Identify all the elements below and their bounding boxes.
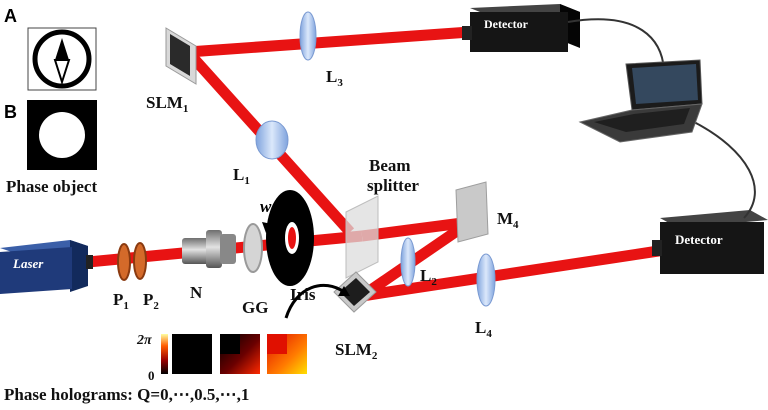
colorbar [161,334,168,374]
cable-top [567,18,665,71]
element-n: N [182,230,236,302]
gg-disk [243,223,263,273]
lens-l4 [476,253,496,307]
beam-splitter-label-line1: Beam [369,156,411,175]
beam-slm1-to-detector [187,26,471,58]
beam-splitter-to-m4 [361,216,471,242]
l1-label: L1 [233,165,250,187]
p2-label: P2 [143,290,159,312]
p1-label: P1 [113,290,129,312]
colorbar-max-label: 2π [136,333,152,348]
gg-label: GG [242,298,268,317]
l3-label: L3 [326,67,343,89]
polarizer-p1 [117,243,131,281]
detector-top: Detector [462,4,580,52]
compass-needle-north [55,38,69,60]
laser-label: Laser [12,256,44,271]
phase-object-disk [39,112,85,158]
lens-l2 [400,237,416,287]
beam-splitter-label-line2: splitter [367,176,419,195]
hologram-to-slm2-arrow [284,283,345,319]
slm2: SLM2 [333,271,378,362]
m4-label: M4 [497,209,519,231]
detector-top-label: Detector [484,17,529,31]
slm1: SLM1 [146,27,197,115]
slm1-label: SLM1 [146,93,188,115]
panel-b: B Phase object [4,100,97,196]
slm2-label: SLM2 [335,340,378,362]
beam-m4-to-slm2 [358,217,474,301]
iris: w Iris [260,190,316,304]
laptop [578,59,703,143]
phase-object-caption: Phase object [6,177,97,196]
detector-right-label: Detector [675,232,723,247]
n-label: N [190,283,203,302]
panel-a-letter: A [4,6,17,26]
detector-right: Detector [652,210,768,274]
cable-right [693,121,756,219]
holograms-caption: Phase holograms: Q=0,⋯,0.5,⋯,1 [4,385,249,404]
lens-l3 [299,11,317,61]
panel-b-letter: B [4,102,17,122]
compass-needle-south [53,59,71,86]
lens-l1 [255,120,289,160]
mirror-m4: M4 [455,181,519,243]
panel-a: A [4,6,97,91]
laser: Laser [0,240,93,294]
polarizers: P1 P2 [113,242,159,312]
colorbar-min-label: 0 [148,368,155,383]
beam-slm2-to-detector [361,244,666,302]
l2-label: L2 [420,266,437,288]
l4-label: L4 [475,318,492,340]
ground-glass: GG [242,223,268,317]
lenses: L1 L3 L2 L4 [233,11,496,340]
polarizer-p2 [133,242,147,280]
beam-splitter: Beam splitter [345,156,419,279]
w-label: w [260,197,272,216]
hologram-q0 [172,334,212,374]
phase-holograms: 2π 0 Phase holograms: Q=0,⋯,0.5,⋯,1 [4,333,307,404]
